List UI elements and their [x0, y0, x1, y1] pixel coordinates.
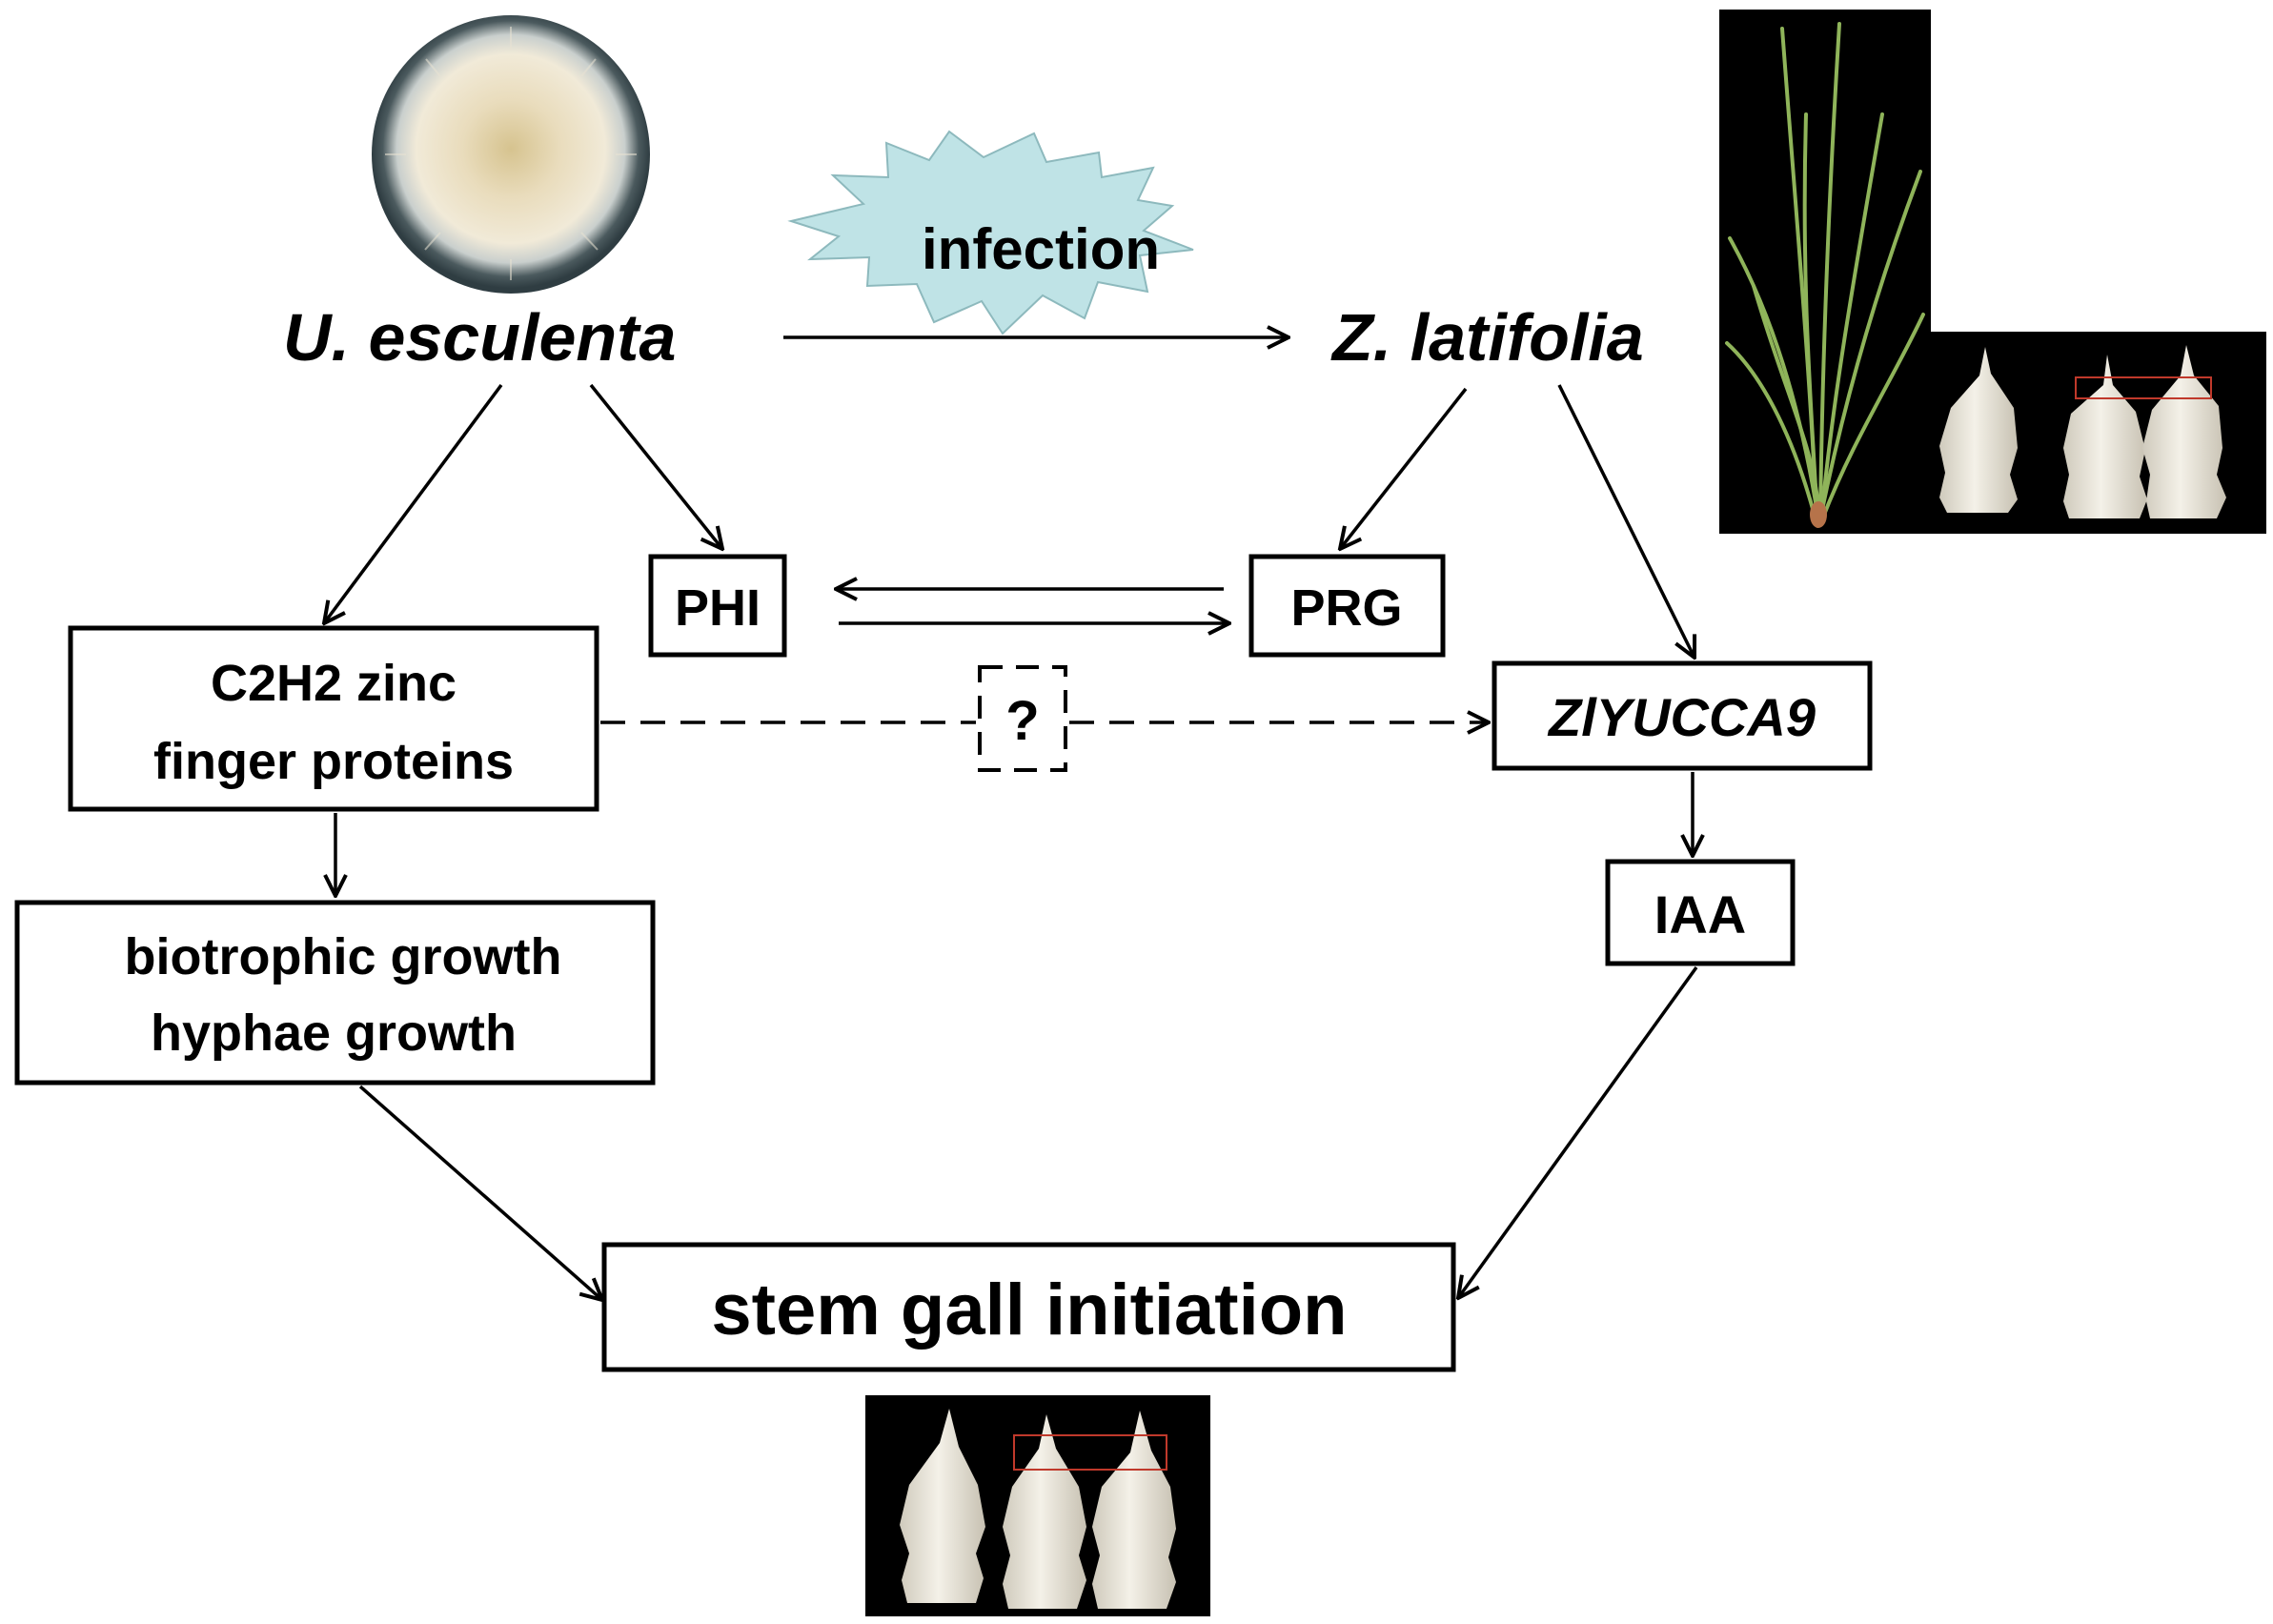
infection-label: infection: [922, 217, 1160, 281]
unknown-factor-label: ?: [1005, 690, 1039, 752]
arrow-growth-to-stemgall: [358, 1085, 602, 1300]
plant-leaves: [1725, 22, 1925, 521]
fungus-culture-photo: [372, 15, 650, 294]
growth-box: biotrophic growth hyphae growth: [14, 900, 656, 1086]
c2h2-box: C2H2 zinc finger proteins: [68, 625, 599, 812]
stem-galls-photo-bottom: [865, 1395, 1210, 1616]
gall-bottom-1: [900, 1409, 985, 1603]
arrows: [324, 337, 1696, 1300]
unknown-factor-box: ?: [978, 665, 1067, 772]
growth-label-line2: hyphae growth: [151, 1005, 517, 1062]
stem-galls-photo-top: [1931, 332, 2266, 534]
stem-gall-label: stem gall initiation: [711, 1269, 1347, 1350]
mycelium-fringe: [385, 27, 637, 280]
gall-top-2: [2063, 355, 2147, 518]
starburst-shape: [787, 130, 1194, 335]
arrow-uesculenta-to-c2h2: [324, 383, 503, 623]
stem-gall-box: stem gall initiation: [601, 1242, 1456, 1372]
arrow-uesculenta-to-phi: [589, 383, 722, 549]
gall-bottom-2: [1003, 1414, 1086, 1609]
gall-marker-top: [2075, 376, 2212, 399]
ziyucca9-box: ZlYUCCA9: [1492, 660, 1873, 771]
arrow-iaa-to-stemgall: [1458, 965, 1698, 1298]
phi-label: PHI: [675, 579, 761, 637]
gall-bottom-3: [1092, 1411, 1176, 1609]
prg-box: PRG: [1248, 554, 1446, 658]
plant-photo: [1719, 10, 1931, 534]
gall-top-1: [1939, 347, 2018, 513]
arrow-zlatifolia-to-ziyucca9: [1557, 384, 1695, 658]
culture-plate: [372, 15, 650, 294]
plant-base: [1810, 501, 1827, 528]
prg-label: PRG: [1290, 579, 1402, 637]
iaa-label: IAA: [1654, 884, 1746, 944]
iaa-box: IAA: [1605, 859, 1796, 966]
z-latifolia-label: Z. latifolia: [1330, 300, 1644, 375]
phi-box: PHI: [648, 554, 787, 658]
ziyucca9-label: ZlYUCCA9: [1547, 687, 1816, 747]
gall-top-3: [2142, 345, 2226, 518]
u-esculenta-label: U. esculenta: [283, 300, 676, 375]
arrow-zlatifolia-to-prg: [1340, 387, 1468, 549]
growth-label-line1: biotrophic growth: [125, 928, 562, 985]
c2h2-label-line1: C2H2 zinc: [211, 655, 457, 712]
gall-marker-bottom: [1013, 1434, 1167, 1471]
infection-starburst: infection: [787, 130, 1194, 335]
c2h2-label-line2: finger proteins: [153, 733, 514, 790]
